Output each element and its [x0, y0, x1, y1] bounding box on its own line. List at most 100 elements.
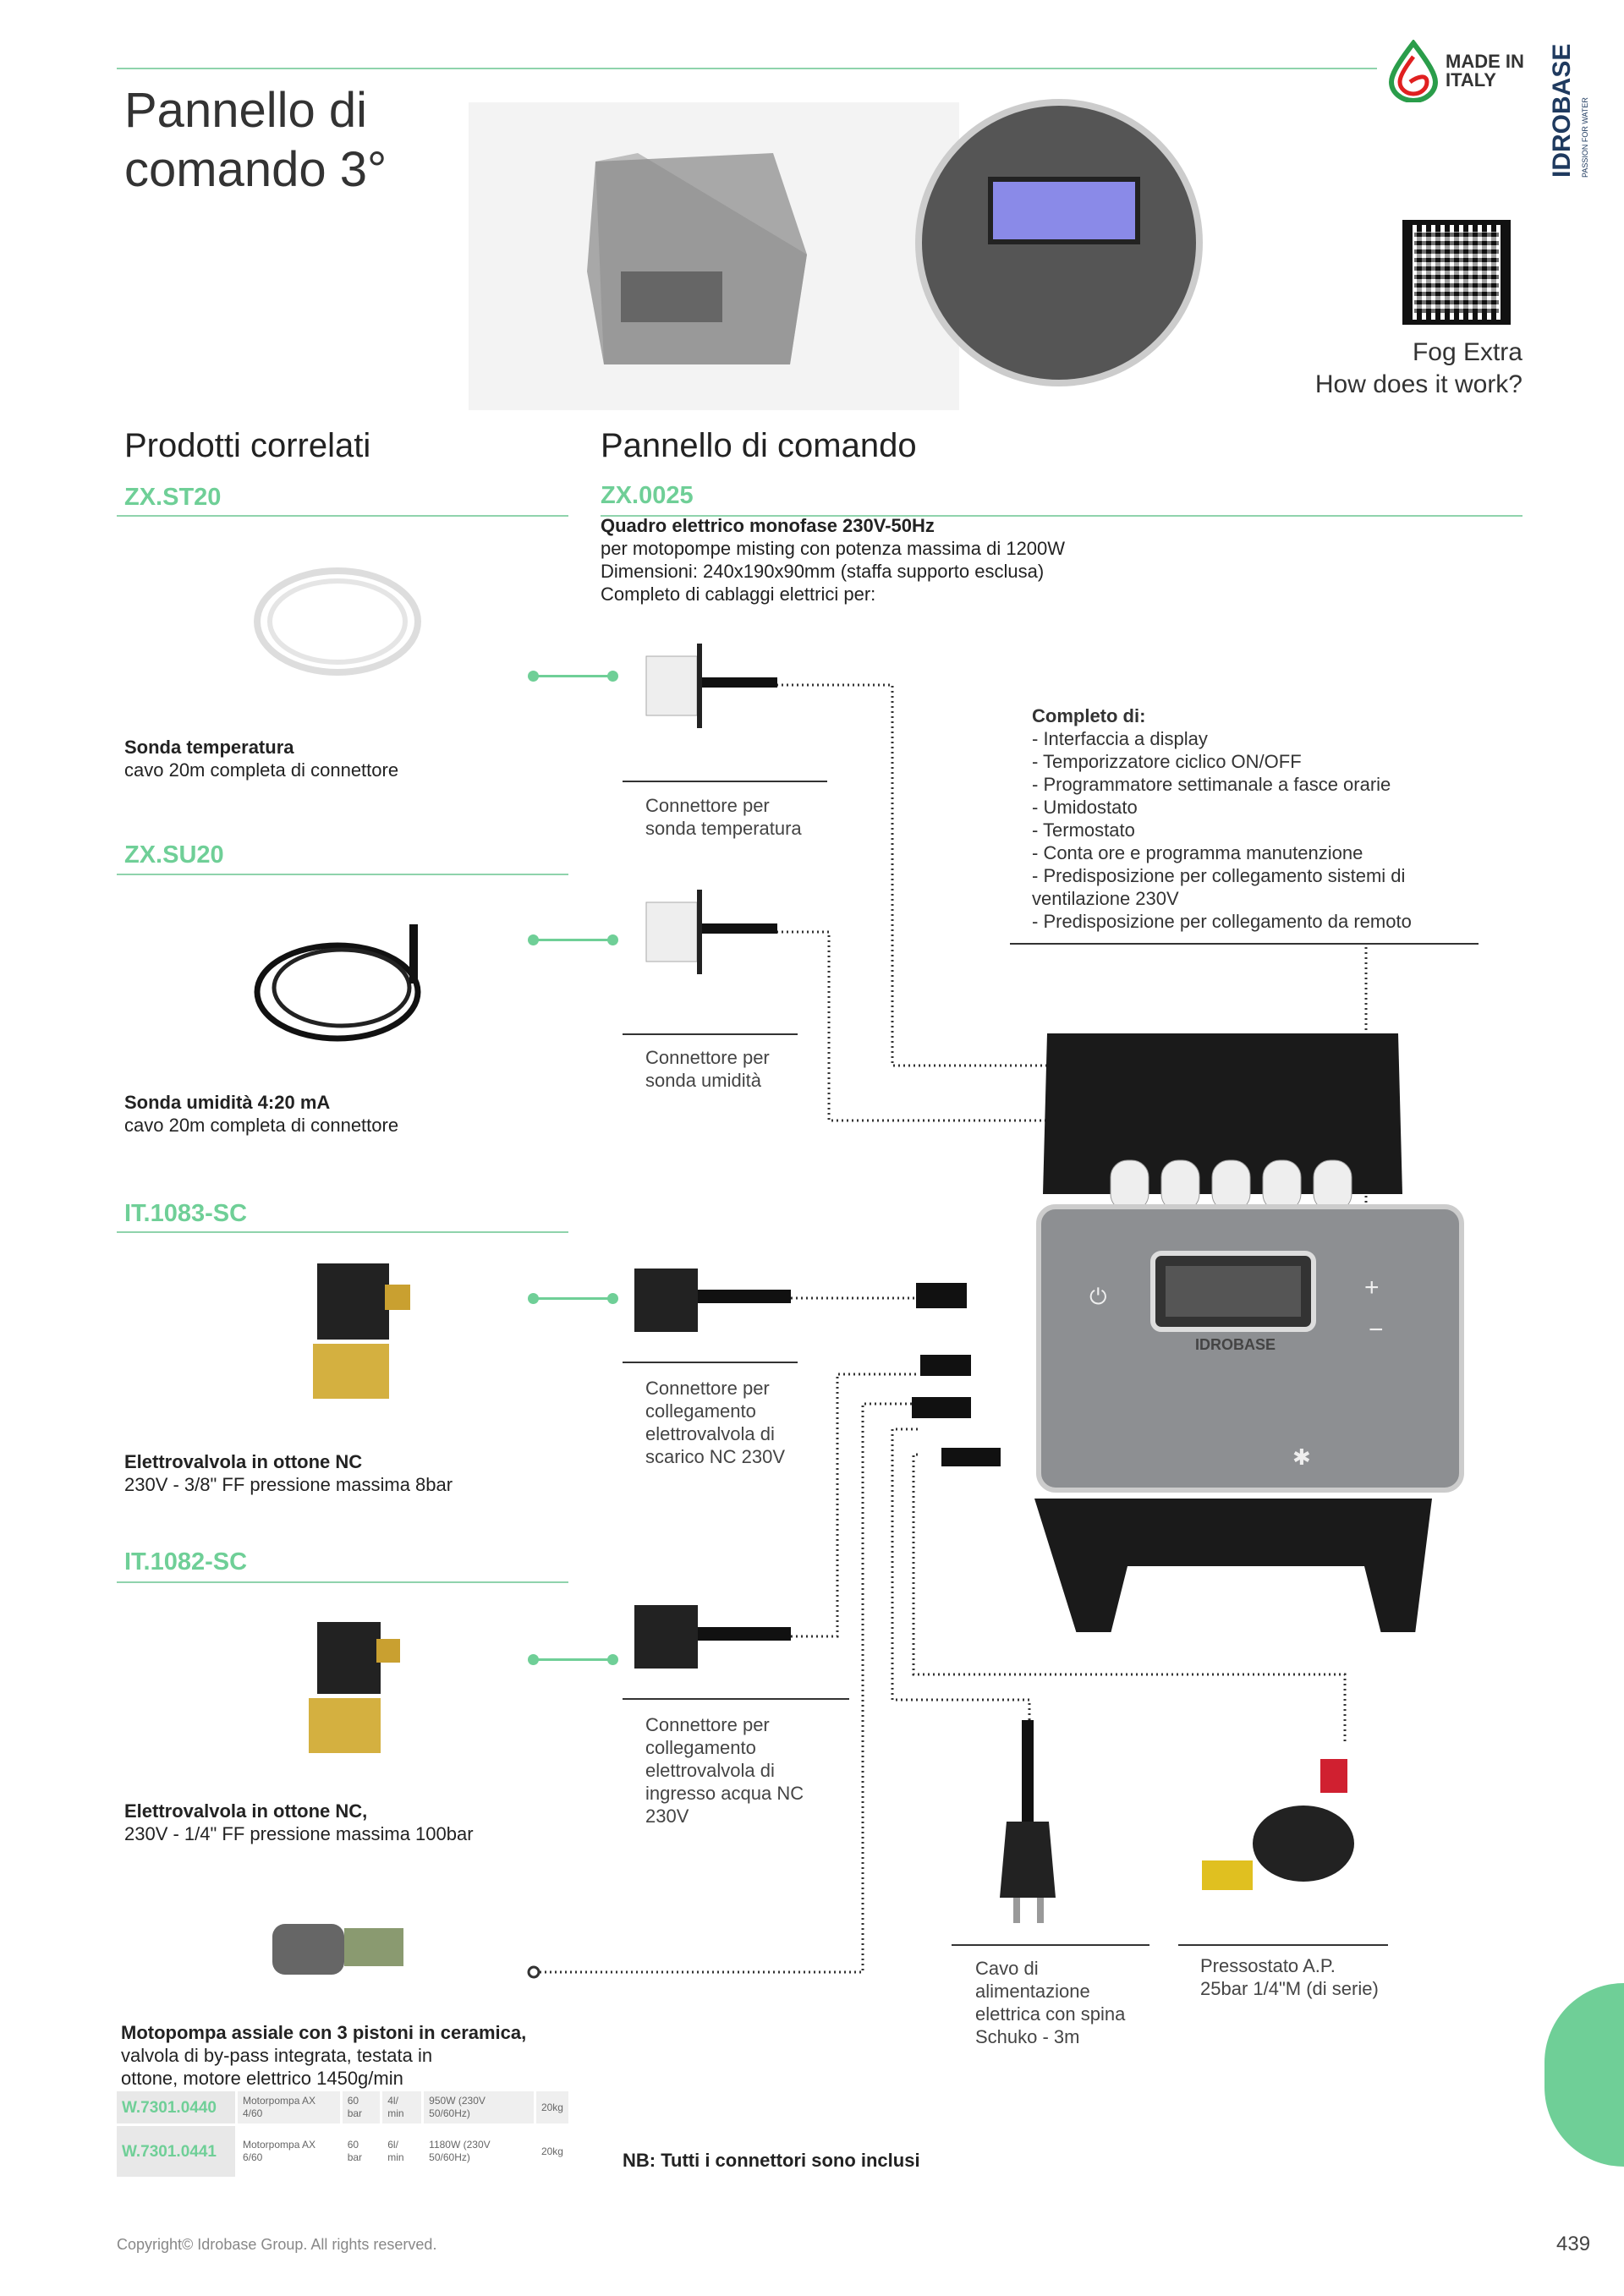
pressure-label: 25bar 1/4"M (di serie)	[1200, 1978, 1379, 1999]
connector-link	[528, 1654, 618, 1665]
italy-drop-icon	[1388, 40, 1439, 102]
title-line: Pannello di	[124, 83, 367, 138]
connector-link	[528, 671, 618, 682]
made-in-italy-text: MADE IN ITALY	[1446, 51, 1524, 90]
cable-label: Cavo di	[975, 1958, 1039, 1979]
features-heading: Completo di:	[1032, 705, 1146, 726]
table-cell: W.7301.0441	[117, 2126, 235, 2177]
copyright: Copyright© Idrobase Group. All rights re…	[117, 2236, 437, 2253]
panel-line: per motopompe misting con potenza massim…	[601, 538, 1066, 559]
feature-item: - Conta ore e programma manutenzione	[1032, 842, 1363, 863]
made-in-italy-logo: MADE IN ITALY	[1388, 40, 1530, 102]
brand-logo: IDROBASE PASSION FOR WATER	[1548, 44, 1592, 178]
table-cell: 20kg	[535, 2126, 568, 2177]
table-cell: 20kg	[535, 2091, 568, 2123]
table-cell: 60 bar	[342, 2126, 381, 2177]
connector-label: scarico NC 230V	[645, 1446, 786, 1467]
pump-desc: valvola di by-pass integrata, testata in	[121, 2045, 433, 2066]
brand-tagline: PASSION FOR WATER	[1581, 97, 1589, 178]
connector-image	[634, 1269, 791, 1332]
panel-code[interactable]: ZX.0025	[601, 482, 694, 509]
feature-item: - Predisposizione per collegamento siste…	[1032, 865, 1406, 909]
solenoid-valve-image	[309, 1622, 400, 1753]
pump-desc: ottone, motore elettrico 1450g/min	[121, 2068, 403, 2089]
pump-image	[272, 1924, 403, 1975]
feature-item: - Umidostato	[1032, 797, 1138, 818]
product-desc: 230V - 3/8" FF pressione massima 8bar	[124, 1474, 453, 1495]
svg-text:−: −	[1369, 1316, 1384, 1344]
connector-label: Connettore per	[645, 795, 770, 816]
qr-caption-title: Fog Extra	[1412, 338, 1522, 366]
table-cell: 6l/ min	[382, 2126, 422, 2177]
box-brand-label: IDROBASE	[1195, 1336, 1276, 1353]
product-name: Elettrovalvola in ottone NC,	[124, 1800, 368, 1822]
schuko-plug-image	[1000, 1720, 1056, 1923]
connector-link	[528, 1293, 618, 1304]
connector-label: 230V	[645, 1806, 689, 1827]
connector-image	[634, 1605, 791, 1669]
page-number: 439	[1556, 2233, 1591, 2255]
product-name: Sonda umidità 4:20 mA	[124, 1092, 331, 1113]
product-code[interactable]: ZX.SU20	[124, 841, 224, 869]
table-cell: 4l/ min	[382, 2091, 422, 2123]
connector-label: collegamento	[645, 1400, 756, 1422]
table-cell: W.7301.0440	[117, 2091, 235, 2123]
connectors-note: NB: Tutti i connettori sono inclusi	[623, 2150, 920, 2171]
connector-link	[528, 934, 618, 945]
related-heading: Prodotti correlati	[124, 427, 371, 464]
panel-line: Completo di cablaggi elettrici per:	[601, 584, 876, 605]
product-name: Sonda temperatura	[124, 737, 294, 758]
features-list: Completo di: - Interfaccia a display- Te…	[1032, 704, 1455, 933]
feature-item: - Termostato	[1032, 819, 1135, 841]
connector-label: collegamento	[645, 1737, 756, 1758]
table-cell: 60 bar	[342, 2091, 381, 2123]
svg-text:⏻: ⏻	[1089, 1284, 1107, 1309]
pressure-switch-image	[1202, 1759, 1354, 1890]
connector-label: Connettore per	[645, 1714, 770, 1735]
product-code[interactable]: ZX.ST20	[124, 484, 222, 511]
title-line: comando 3°	[124, 142, 387, 197]
connector-label: sonda umidità	[645, 1070, 761, 1091]
cable-label: alimentazione	[975, 1981, 1090, 2002]
connector-label: ingresso acqua NC	[645, 1783, 804, 1804]
table-cell: Motorpompa AX 6/60	[238, 2126, 340, 2177]
control-box-image: ⏻+−✱ IDROBASE	[908, 1025, 1472, 1634]
cable-label: elettrica con spina	[975, 2003, 1126, 2025]
panel-description: Quadro elettrico monofase 230V-50Hz per …	[601, 514, 1065, 606]
connector-image	[645, 890, 777, 974]
table-cell: 1180W (230V 50/60Hz)	[424, 2126, 534, 2177]
temperature-probe-image	[254, 567, 421, 676]
cable-label: Schuko - 3m	[975, 2026, 1080, 2047]
pressure-label: Pressostato A.P.	[1200, 1955, 1336, 1976]
qr-caption-subtitle: How does it work?	[1314, 370, 1522, 398]
solenoid-valve-image	[313, 1263, 410, 1399]
feature-item: - Temporizzatore ciclico ON/OFF	[1032, 751, 1302, 772]
product-code[interactable]: IT.1082-SC	[124, 1548, 248, 1575]
display-detail-circle	[915, 99, 1203, 386]
product-photo	[469, 99, 1203, 410]
pump-name: Motopompa assiale con 3 pistoni in ceram…	[121, 2022, 527, 2043]
panel-title: Quadro elettrico monofase 230V-50Hz	[601, 515, 935, 536]
connector-image	[645, 644, 777, 728]
panel-heading: Pannello di comando	[601, 427, 917, 464]
connector-label: Connettore per	[645, 1378, 770, 1399]
panel-line: Dimensioni: 240x190x90mm (staffa support…	[601, 561, 1045, 582]
feature-item: - Interfaccia a display	[1032, 728, 1208, 749]
qr-code[interactable]	[1402, 220, 1511, 325]
product-name: Elettrovalvola in ottone NC	[124, 1451, 363, 1472]
product-code[interactable]: IT.1083-SC	[124, 1200, 248, 1227]
product-desc: cavo 20m completa di connettore	[124, 759, 399, 781]
feature-item: - Predisposizione per collegamento da re…	[1032, 911, 1412, 932]
humidity-probe-image	[254, 924, 421, 1042]
connector-label: Connettore per	[645, 1047, 770, 1068]
product-desc: cavo 20m completa di connettore	[124, 1115, 399, 1136]
svg-text:✱: ✱	[1292, 1444, 1311, 1470]
connector-label: elettrovalvola di	[645, 1423, 775, 1444]
brand-name: IDROBASE	[1548, 43, 1576, 178]
table-cell: Motorpompa AX 4/60	[238, 2091, 340, 2123]
